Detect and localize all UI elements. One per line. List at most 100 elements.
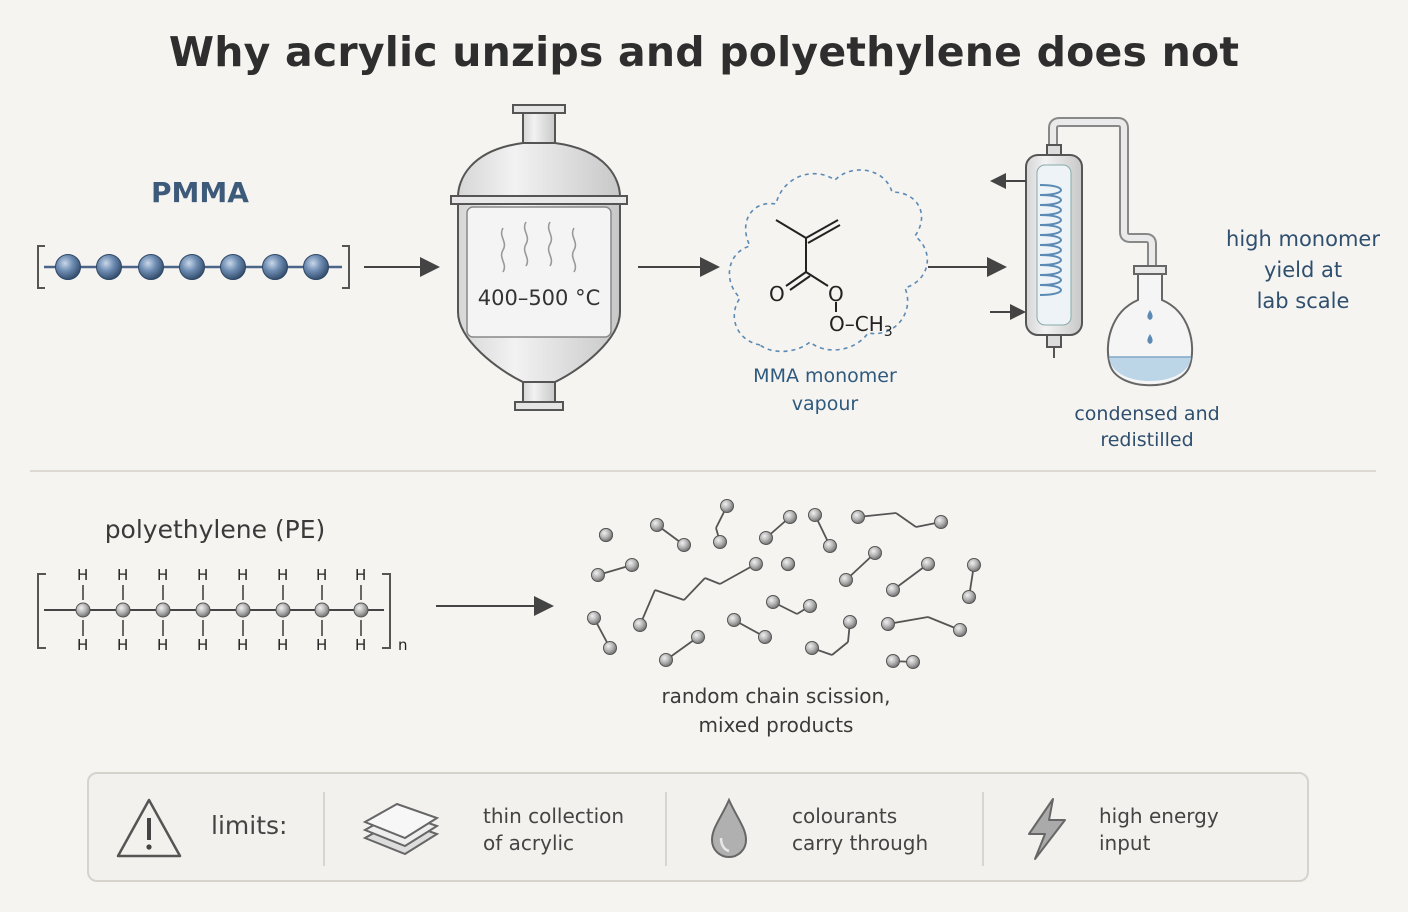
fragment-bond (704, 577, 721, 585)
pe-chain (37, 573, 391, 649)
limit-colourants-line1: colourants (792, 804, 898, 828)
methyl-subscript: 3 (883, 324, 893, 340)
fragment-atom (603, 641, 617, 655)
pe-carbon-atom (195, 602, 211, 618)
fragment-atom (781, 557, 795, 571)
fragment-atom (650, 518, 664, 532)
pe-hydrogen-atom: H (277, 636, 289, 654)
fragment-atom (659, 653, 673, 667)
fragment-bond (654, 589, 685, 601)
pe-bracket-left (37, 573, 46, 649)
chain-fragments (587, 499, 981, 669)
limits-label: limits: (211, 811, 288, 840)
fragment-atom (967, 558, 981, 572)
fragment-atom (749, 557, 763, 571)
fragment-atom (625, 558, 639, 572)
fragment-atom (677, 538, 691, 552)
pmma-bead (303, 254, 329, 280)
limit-energy-line1: high energy (1099, 804, 1219, 828)
repeat-unit-n: n (398, 636, 408, 654)
fragment-atom (823, 539, 837, 553)
ester-oxygen: O (828, 282, 844, 306)
pe-carbon-atom (353, 602, 369, 618)
pe-hydrogen-atom: H (197, 636, 209, 654)
droplet-icon (710, 797, 748, 859)
limits-divider (665, 792, 667, 866)
pe-hydrogen-atom: H (77, 636, 89, 654)
limit-item-colourants: colourants carry through (792, 803, 928, 857)
scission-caption: random chain scission, mixed products (600, 682, 952, 740)
pe-hydrogen-atom: H (157, 566, 169, 584)
methyl-text: O–CH (829, 312, 884, 336)
warning-icon (116, 798, 182, 858)
pe-hydrogen-atom: H (277, 566, 289, 584)
pe-carbon-atom (75, 602, 91, 618)
fragment-atom (633, 618, 647, 632)
pe-hydrogen-atom: H (157, 636, 169, 654)
fragment-atom (783, 510, 797, 524)
fragment-atom (803, 599, 817, 613)
pe-carbon-atom (235, 602, 251, 618)
fragment-atom (886, 583, 900, 597)
fragment-atom (843, 615, 857, 629)
mma-caption-line1: MMA monomer (753, 365, 897, 387)
fragment-bond (683, 577, 706, 601)
mma-structure (775, 219, 841, 312)
fragment-bond (892, 563, 929, 591)
fragment-atom (921, 557, 935, 571)
limit-energy-line2: input (1099, 831, 1151, 855)
limit-collection-line2: of acrylic (483, 831, 575, 855)
fragment-atom (727, 613, 741, 627)
pmma-bead (55, 254, 81, 280)
pe-label: polyethylene (PE) (104, 515, 326, 544)
limit-item-collection: thin collection of acrylic (483, 803, 624, 857)
fragment-atom (881, 617, 895, 631)
limits-divider (982, 792, 984, 866)
pe-hydrogen-atom: H (355, 636, 367, 654)
fragment-atom (691, 630, 705, 644)
temperature-label: 400–500 °C (477, 286, 601, 310)
fragment-atom (851, 510, 865, 524)
fragment-atom (591, 568, 605, 582)
scission-caption-line1: random chain scission, (661, 684, 891, 708)
mma-caption-line2: vapour (791, 393, 859, 415)
condenser-caption-line2: redistilled (1100, 429, 1194, 451)
pmma-bracket-right (342, 245, 350, 289)
drop-icon (1147, 334, 1153, 344)
lightning-icon (1028, 798, 1066, 860)
pmma-bead (138, 254, 164, 280)
pmma-bead (96, 254, 122, 280)
limits-panel: limits: thin collection of acrylic colou… (87, 772, 1309, 882)
condenser-icon (990, 117, 1157, 358)
fragment-bond (831, 641, 849, 656)
pmma-bracket-left (37, 245, 45, 289)
vapour-cloud-icon (728, 169, 929, 353)
pe-carbon-atom (155, 602, 171, 618)
fragment-atom (766, 595, 780, 609)
pe-hydrogen-atom: H (237, 566, 249, 584)
pe-carbon-atom (115, 602, 131, 618)
pe-hydrogen-atom: H (117, 566, 129, 584)
yield-caption: high monomer yield at lab scale (1210, 224, 1396, 317)
fragment-atom (720, 499, 734, 513)
limits-divider (323, 792, 325, 866)
mma-vapour-caption: MMA monomer vapour (720, 362, 930, 418)
pe-hydrogen-atom: H (316, 636, 328, 654)
limit-colourants-line2: carry through (792, 831, 929, 855)
fragment-atom (962, 590, 976, 604)
fragment-atom (934, 515, 948, 529)
fragment-atom (886, 654, 900, 668)
yield-line1: high monomer (1226, 227, 1380, 251)
pe-bracket-right (382, 573, 391, 649)
fragment-atom (868, 546, 882, 560)
pe-hydrogen-atom: H (316, 566, 328, 584)
pe-carbon-atom (275, 602, 291, 618)
pe-hydrogen-atom: H (197, 566, 209, 584)
page-title: Why acrylic unzips and polyethylene does… (168, 28, 1240, 76)
limit-item-energy: high energy input (1099, 803, 1219, 857)
fragment-atom (808, 508, 822, 522)
pe-hydrogen-atom: H (117, 636, 129, 654)
fragment-atom (805, 641, 819, 655)
fragment-atom (839, 573, 853, 587)
pmma-chain (37, 245, 350, 289)
